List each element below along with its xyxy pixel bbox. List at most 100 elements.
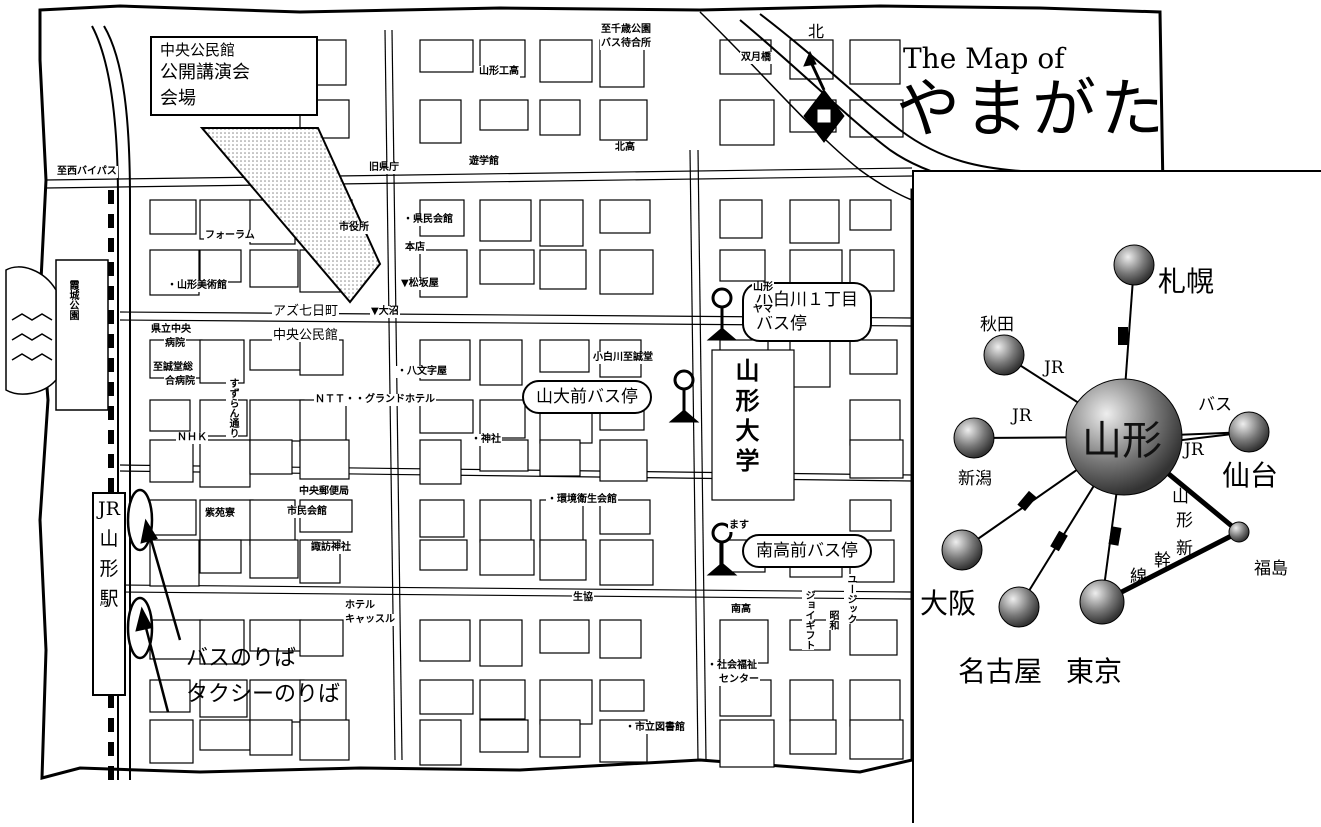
label-chitose-2: バス待合所: [600, 38, 652, 50]
sphere-sapporo: [1113, 244, 1155, 286]
label-kenmin: ・県民会館: [402, 214, 454, 226]
city-block: [299, 439, 350, 480]
station-char-4: 駅: [99, 588, 119, 610]
city-block: [479, 539, 535, 576]
plane-icons: [1017, 327, 1128, 552]
city-block: [199, 539, 242, 574]
city-block: [789, 249, 843, 287]
city-block: [479, 399, 526, 439]
sphere-fukushima: [1228, 521, 1250, 543]
label-hotel: ホテル: [344, 600, 376, 612]
label-kyukencho: 旧県庁: [368, 162, 400, 174]
label-azu: アズ七日町: [272, 304, 340, 319]
city-block: [249, 399, 305, 442]
city-block: [599, 539, 654, 586]
label-joy: ジョイギフト: [802, 590, 814, 650]
city-block: [599, 199, 651, 234]
city-block: [419, 539, 468, 571]
city-block: [419, 619, 471, 662]
route-shinkansen-2: 形: [1176, 511, 1193, 531]
label-bijutsukan: ・山形美術館: [166, 280, 228, 292]
city-block: [149, 719, 194, 764]
city-block: [789, 719, 837, 755]
route-bus-sendai: バス: [1198, 395, 1232, 415]
sphere-akita: [983, 334, 1025, 376]
city-sendai: 仙台: [1222, 459, 1279, 492]
bus-stop-yamadai: 山大前バス停: [522, 380, 652, 414]
city-block: [149, 199, 197, 235]
label-honten: 本店: [404, 242, 426, 254]
city-block: [539, 249, 587, 290]
city-block: [199, 619, 245, 665]
label-matsuzakaya: ▼松坂屋: [400, 278, 440, 290]
city-block: [849, 199, 892, 231]
hub-label: 山形: [1082, 418, 1162, 464]
label-yamagata-small2: ヤマ: [752, 304, 774, 316]
city-block: [299, 719, 350, 761]
label-yamagata-small: 山形: [752, 282, 774, 294]
city-block: [719, 619, 769, 664]
label-shiseido: 至誠堂総: [152, 362, 194, 374]
route-jr-niigata: JR: [1012, 406, 1032, 426]
city-block: [719, 249, 766, 282]
city-block: [299, 399, 347, 447]
label-nanko-school: 南高: [730, 604, 752, 616]
city-block: [849, 39, 901, 85]
sphere-nagoya: [998, 586, 1040, 628]
route-jr-akita: JR: [1044, 358, 1064, 378]
venue-line2: 公開講演会: [160, 62, 250, 83]
label-nhk: ＮＨＫ: [176, 432, 208, 444]
city-block: [539, 539, 587, 581]
map-title: The Map of: [903, 42, 1065, 75]
label-suwa: 諏訪神社: [310, 542, 352, 554]
city-block: [539, 439, 581, 477]
label-toshokan: ・市立図書館: [624, 722, 686, 734]
city-block: [599, 99, 648, 141]
label-kenritsu2: 病院: [164, 338, 186, 350]
label-chitose-1: 至千歳公園: [600, 24, 652, 36]
city-block: [479, 679, 526, 720]
city-block: [539, 99, 581, 136]
city-block: [599, 249, 654, 295]
city-block: [199, 439, 251, 488]
label-music: ユージック: [844, 574, 856, 624]
venue-callout: 中央公民館 公開講演会 会場: [150, 36, 318, 116]
university-label: 山形大学: [731, 358, 759, 478]
city-block: [199, 719, 251, 751]
jr-yamagata-station: JR 山 形 駅: [92, 492, 126, 696]
city-fukushima: 福島: [1254, 559, 1288, 579]
label-hachimonji: ・八文字屋: [396, 366, 448, 378]
label-masu: ます: [728, 520, 750, 532]
city-block: [849, 99, 904, 138]
sphere-sendai: [1228, 411, 1270, 453]
label-ntt: ＮＴＴ・・グランドホテル: [314, 394, 436, 406]
bus-stop-nanko: 南高前バス停: [742, 534, 872, 568]
route-jr-sendai: JR: [1184, 440, 1204, 460]
station-char-2: 山: [99, 528, 119, 550]
station-char-1: JR: [98, 498, 120, 520]
city-block: [479, 719, 529, 753]
city-block: [849, 619, 898, 656]
bus-stop-kojirakawa-line1: 小白川１丁目: [756, 290, 858, 310]
city-block: [479, 199, 532, 242]
label-shakai: ・社会福祉: [706, 660, 758, 672]
route-diagram: [941, 244, 1270, 628]
sphere-tokyo: [1079, 579, 1125, 625]
city-block: [719, 99, 775, 146]
city-tokyo: 東京: [1066, 655, 1123, 688]
city-block: [149, 679, 191, 713]
label-suzuran: すずらん通り: [226, 378, 238, 438]
label-showa: 昭和: [826, 610, 838, 630]
city-block: [419, 679, 474, 715]
city-block: [199, 399, 248, 437]
city-block: [199, 679, 248, 718]
label-seikyo: 生協: [572, 592, 594, 604]
city-block: [199, 249, 242, 283]
label-kankyo: ・環境衛生会館: [546, 494, 618, 506]
city-block: [199, 499, 254, 541]
city-nagoya: 名古屋: [958, 655, 1043, 688]
city-block: [249, 439, 293, 475]
city-block: [789, 339, 831, 388]
label-chuo-kominkan: 中央公民館: [272, 328, 340, 343]
